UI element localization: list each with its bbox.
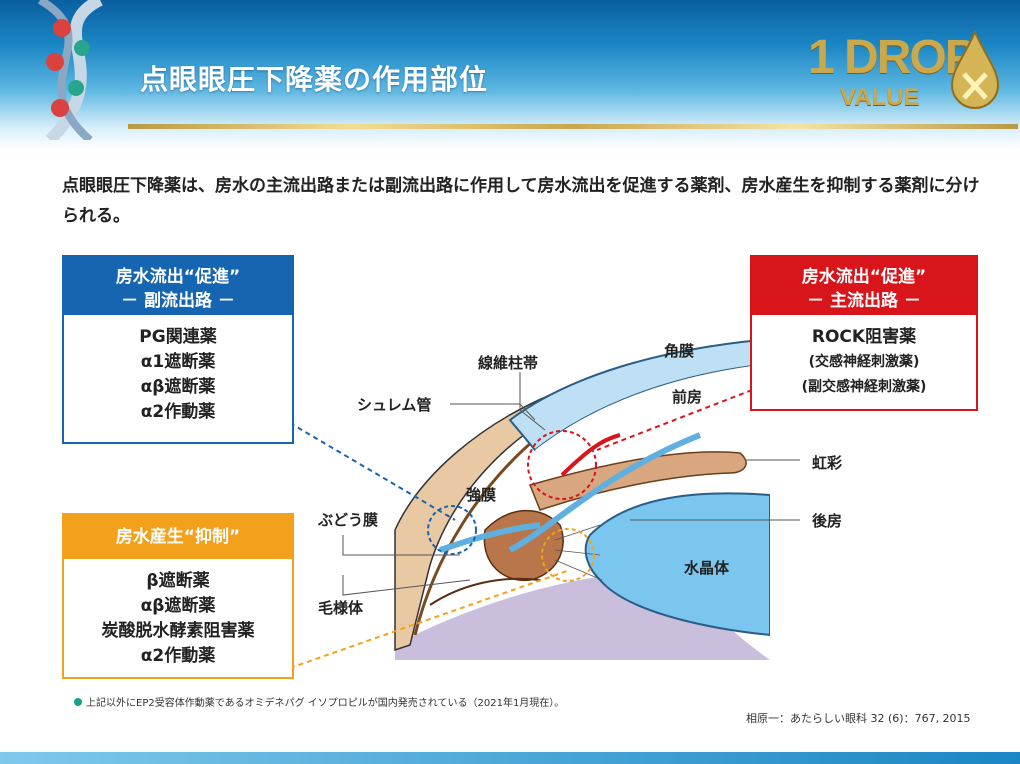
label-anterior-chamber: 前房 (672, 388, 703, 406)
citation: 相原一：あたらしい眼科 32 (6)：767, 2015 (746, 712, 971, 725)
drug-item: α1遮断薬 (140, 352, 216, 372)
uveoscleral-flow-arrow (439, 522, 541, 553)
label-posterior-chamber: 後房 (812, 512, 843, 530)
label-sclera: 強膜 (466, 486, 497, 504)
uveoscleral-box: 房水流出“促進” － 副流出路 － PG関連薬 α1遮断薬 αβ遮断薬 α2作動… (62, 255, 294, 444)
drug-item: (交感神経刺激薬) (808, 354, 920, 370)
drug-item: αβ遮断薬 (140, 377, 216, 397)
drug-item: αβ遮断薬 (140, 596, 216, 616)
production-box-heading: 房水産生“抑制” (64, 515, 292, 559)
drug-item: (副交感神経刺激薬) (801, 379, 927, 395)
logo-text: VALUE (840, 84, 920, 111)
dna-helix-icon (38, 0, 103, 140)
label-ciliary-body: 毛様体 (318, 599, 364, 617)
production-circle (541, 528, 595, 582)
drug-item: α2作動薬 (140, 402, 216, 422)
uveoscleral-heading-line1: 房水流出“促進” (115, 267, 241, 287)
label-schlemm-canal: シュレム管 (357, 396, 432, 414)
drug-item: 炭酸脱水酵素阻害薬 (101, 621, 255, 641)
page-title: 点眼眼圧下降薬の作用部位 (140, 63, 489, 96)
logo-number: 1 DROP (808, 31, 977, 84)
label-zonule: 線維柱帯 (478, 354, 539, 372)
trabecular-box: 房水流出“促進” － 主流出路 － ROCK阻害薬 (交感神経刺激薬) (副交感… (750, 255, 978, 411)
footer-bar (0, 752, 1020, 764)
footnote: 上記以外にEP2受容体作動薬であるオミデネパグ イソプロピルが国内発売されている… (74, 694, 564, 709)
drug-item: β遮断薬 (146, 571, 210, 591)
uveoscleral-drug-list: PG関連薬 α1遮断薬 αβ遮断薬 α2作動薬 (64, 315, 292, 425)
bullet-icon (74, 698, 82, 706)
label-uvea: ぶどう膜 (318, 511, 379, 529)
eye-anatomy-diagram (394, 325, 770, 665)
uveoscleral-heading-line2: － 副流出路 － (121, 291, 235, 311)
gold-drop-icon (950, 30, 1000, 109)
aqueous-flow-arrow (508, 432, 702, 553)
label-lens: 水晶体 (684, 559, 730, 577)
trabecular-drug-list: ROCK阻害薬 (交感神経刺激薬) (副交感神経刺激薬) (752, 315, 976, 400)
lens-shape (584, 492, 770, 637)
drug-item: PG関連薬 (139, 327, 217, 347)
uveoscleral-circle (427, 505, 477, 555)
production-box: 房水産生“抑制” β遮断薬 αβ遮断薬 炭酸脱水酵素阻害薬 α2作動薬 (62, 513, 294, 679)
footnote-text: 上記以外にEP2受容体作動薬であるオミデネパグ イソプロピルが国内発売されている… (86, 698, 565, 709)
label-cornea: 角膜 (664, 342, 695, 360)
intro-text: 点眼眼圧下降薬は、房水の主流出路または副流出路に作用して房水流出を促進する薬剤、… (62, 176, 980, 226)
production-heading-line1: 房水産生“抑制” (115, 527, 241, 547)
trabecular-heading-line2: － 主流出路 － (807, 291, 921, 311)
production-drug-list: β遮断薬 αβ遮断薬 炭酸脱水酵素阻害薬 α2作動薬 (64, 559, 292, 669)
label-iris: 虹彩 (812, 454, 843, 472)
trabecular-heading-line1: 房水流出“促進” (801, 267, 927, 287)
trabecular-circle (527, 430, 597, 500)
drug-item: ROCK阻害薬 (811, 327, 917, 347)
drug-item: α2作動薬 (140, 646, 216, 666)
title-underline (128, 124, 1018, 129)
trabecular-box-heading: 房水流出“促進” － 主流出路 － (752, 257, 976, 315)
uveoscleral-box-heading: 房水流出“促進” － 副流出路 － (64, 257, 292, 315)
